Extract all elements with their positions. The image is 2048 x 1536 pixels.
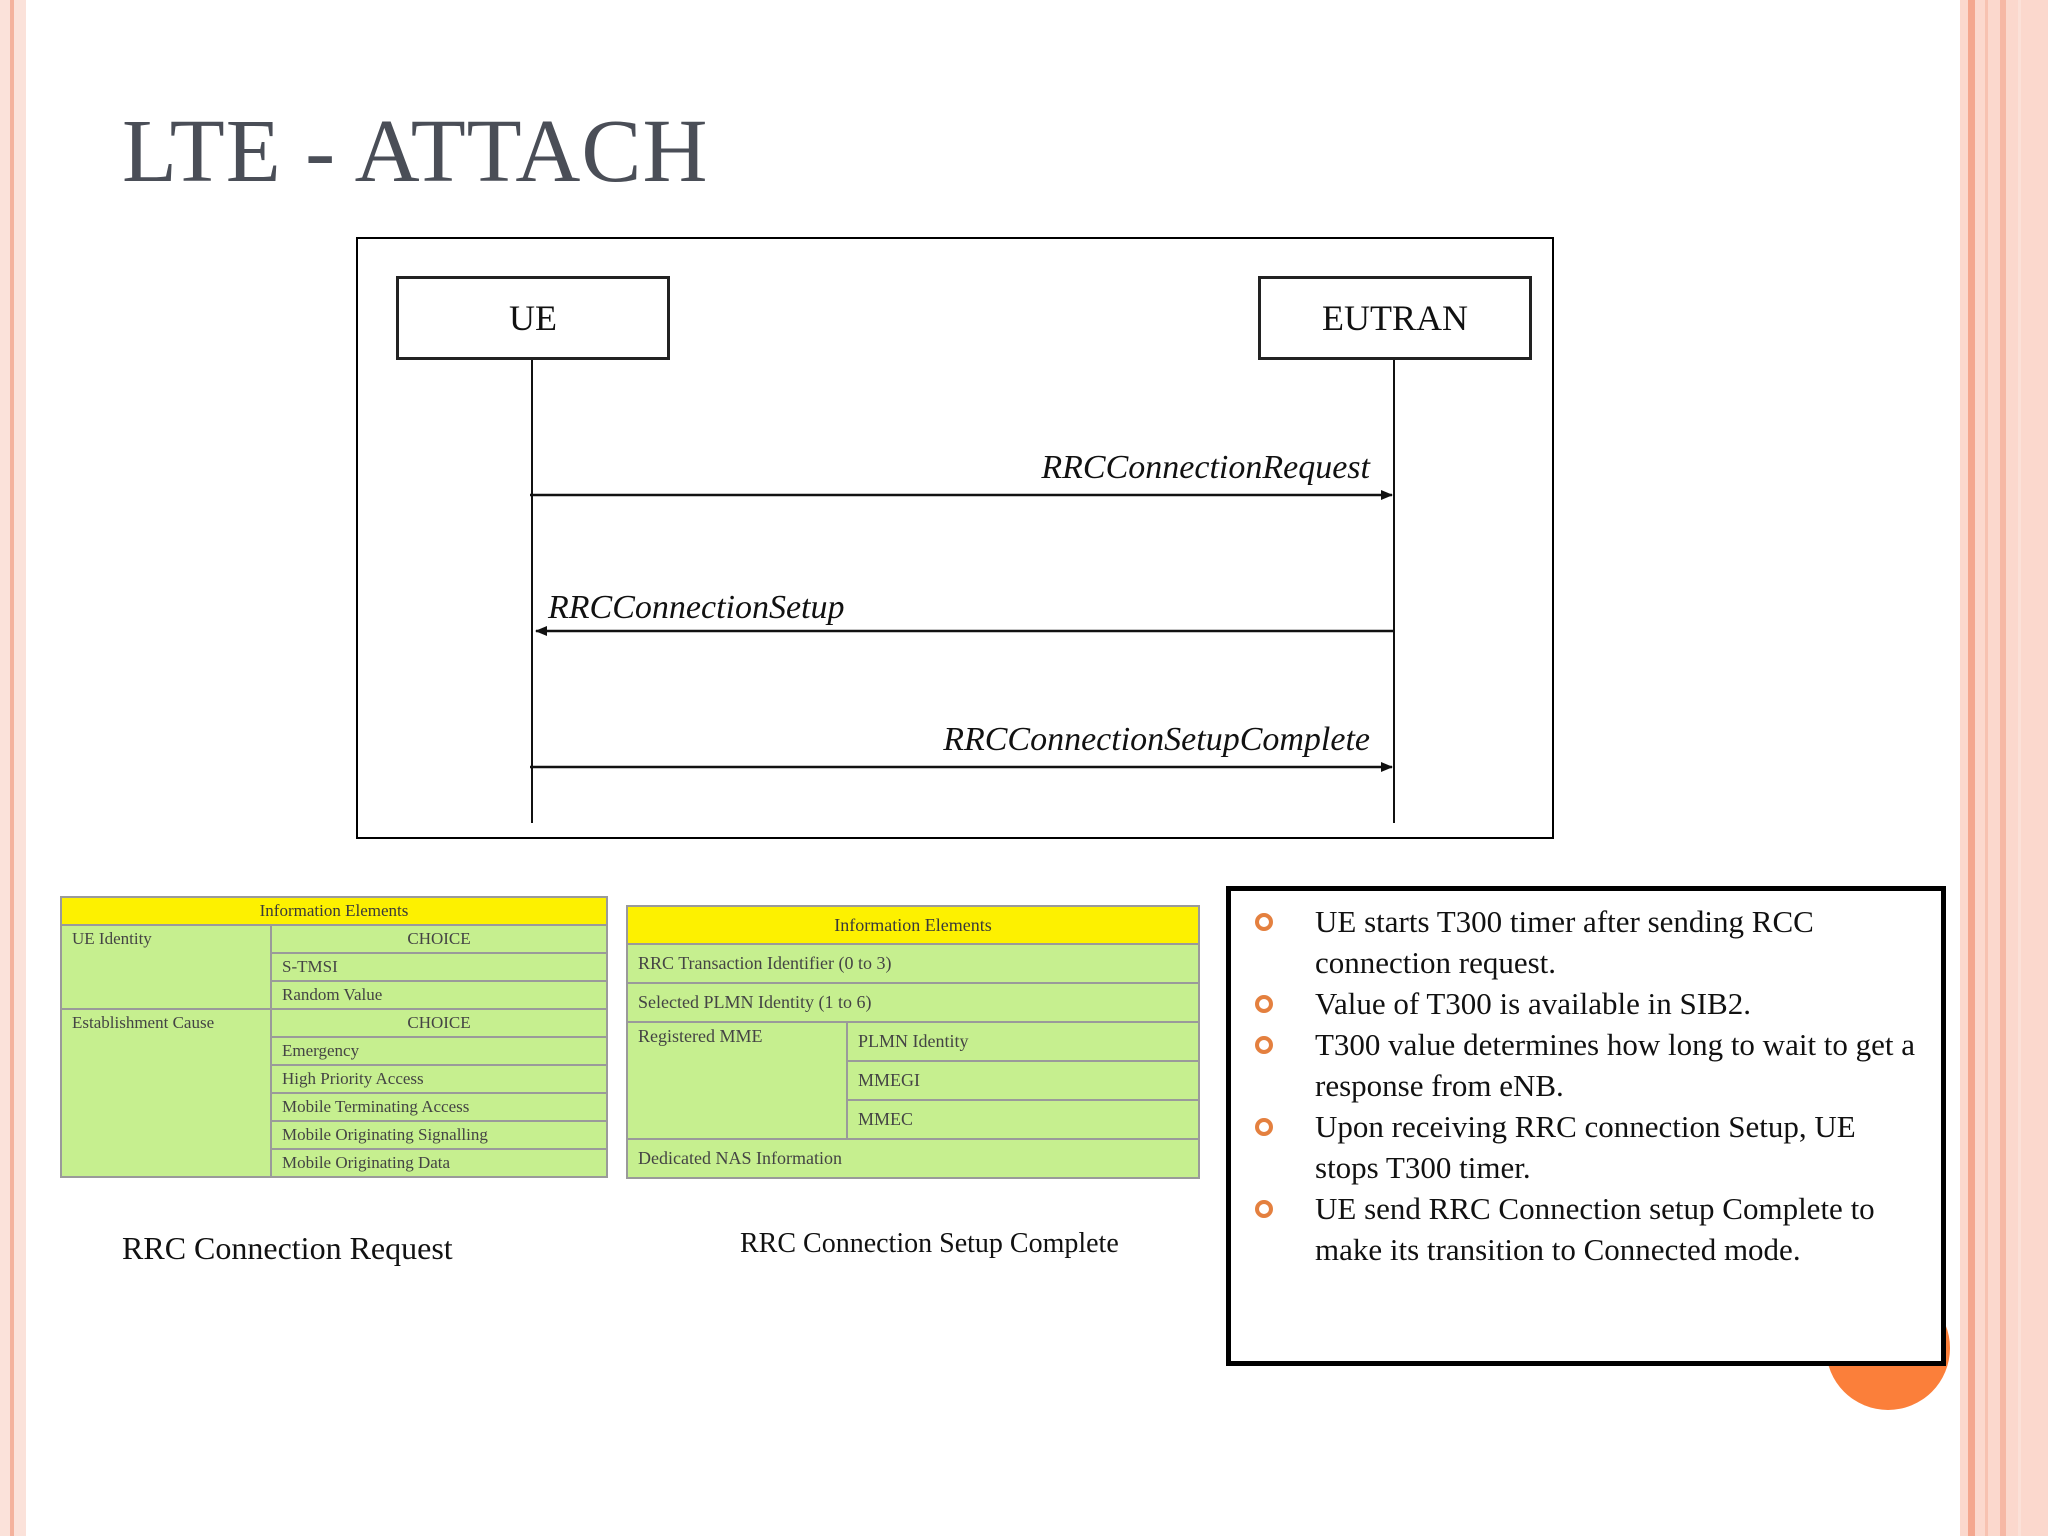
request-caption: RRC Connection Request [122, 1230, 453, 1266]
table-cell: S-TMSI [270, 952, 608, 982]
message-label: RRCConnectionRequest [1041, 449, 1370, 486]
right-border-line [1985, 0, 1988, 1536]
table-cell: MMEC [846, 1099, 1200, 1140]
choice-cell: CHOICE [270, 924, 608, 954]
right-border-line [1968, 0, 1975, 1536]
table-cell: MMEGI [846, 1060, 1200, 1101]
rrc-connection-request-table: Information Elements UE Identity CHOICE … [60, 896, 608, 1178]
list-item: T300 value determines how long to wait t… [1231, 1024, 1923, 1106]
sequence-diagram: UE EUTRAN RRCConnectionRequest RRCConnec… [356, 237, 1554, 839]
bullet-circle-icon [1255, 1118, 1273, 1136]
registered-mme-cell: Registered MME [626, 1021, 848, 1140]
ue-identity-cell: UE Identity [60, 924, 272, 1010]
right-border-line [2018, 0, 2021, 1536]
table-cell: Dedicated NAS Information [626, 1138, 1200, 1179]
sequence-diagram-lines [530, 359, 1395, 823]
message-label: RRCConnectionSetup [548, 589, 845, 626]
list-item: Value of T300 is available in SIB2. [1231, 983, 1923, 1024]
left-border-line [10, 0, 14, 1536]
bullet-circle-icon [1255, 913, 1273, 931]
ue-label: UE [509, 298, 557, 338]
table-cell: PLMN Identity [846, 1021, 1200, 1062]
table-cell: Emergency [270, 1036, 608, 1066]
message-label: RRCConnectionSetupComplete [943, 721, 1370, 758]
bullet-circle-icon [1255, 1036, 1273, 1054]
table-header: Information Elements [626, 905, 1200, 945]
table-cell: Mobile Originating Data [270, 1148, 608, 1178]
notes-box: UE starts T300 timer after sending RCC c… [1226, 886, 1946, 1366]
eutran-label: EUTRAN [1322, 298, 1468, 338]
right-border-line [2000, 0, 2006, 1536]
slide-title: LTE - ATTACH [122, 102, 709, 201]
list-item: Upon receiving RRC connection Setup, UE … [1231, 1106, 1923, 1188]
table-cell: Selected PLMN Identity (1 to 6) [626, 982, 1200, 1023]
table-cell: Mobile Terminating Access [270, 1092, 608, 1122]
establishment-cause-cell: Establishment Cause [60, 1008, 272, 1178]
table-cell: Mobile Originating Signalling [270, 1120, 608, 1150]
list-item: UE send RRC Connection setup Complete to… [1231, 1188, 1923, 1270]
table-cell: RRC Transaction Identifier (0 to 3) [626, 943, 1200, 984]
ue-box: UE [396, 276, 670, 360]
bullet-circle-icon [1255, 1200, 1273, 1218]
rrc-connection-setup-complete-table: Information Elements RRC Transaction Ide… [626, 905, 1200, 1179]
eutran-box: EUTRAN [1258, 276, 1532, 360]
notes-list: UE starts T300 timer after sending RCC c… [1231, 891, 1941, 1270]
table-cell: High Priority Access [270, 1064, 608, 1094]
choice-cell: CHOICE [270, 1008, 608, 1038]
table-cell: Random Value [270, 980, 608, 1010]
table-header: Information Elements [60, 896, 608, 926]
bullet-circle-icon [1255, 995, 1273, 1013]
list-item: UE starts T300 timer after sending RCC c… [1231, 901, 1923, 983]
complete-caption: RRC Connection Setup Complete [740, 1228, 1119, 1259]
